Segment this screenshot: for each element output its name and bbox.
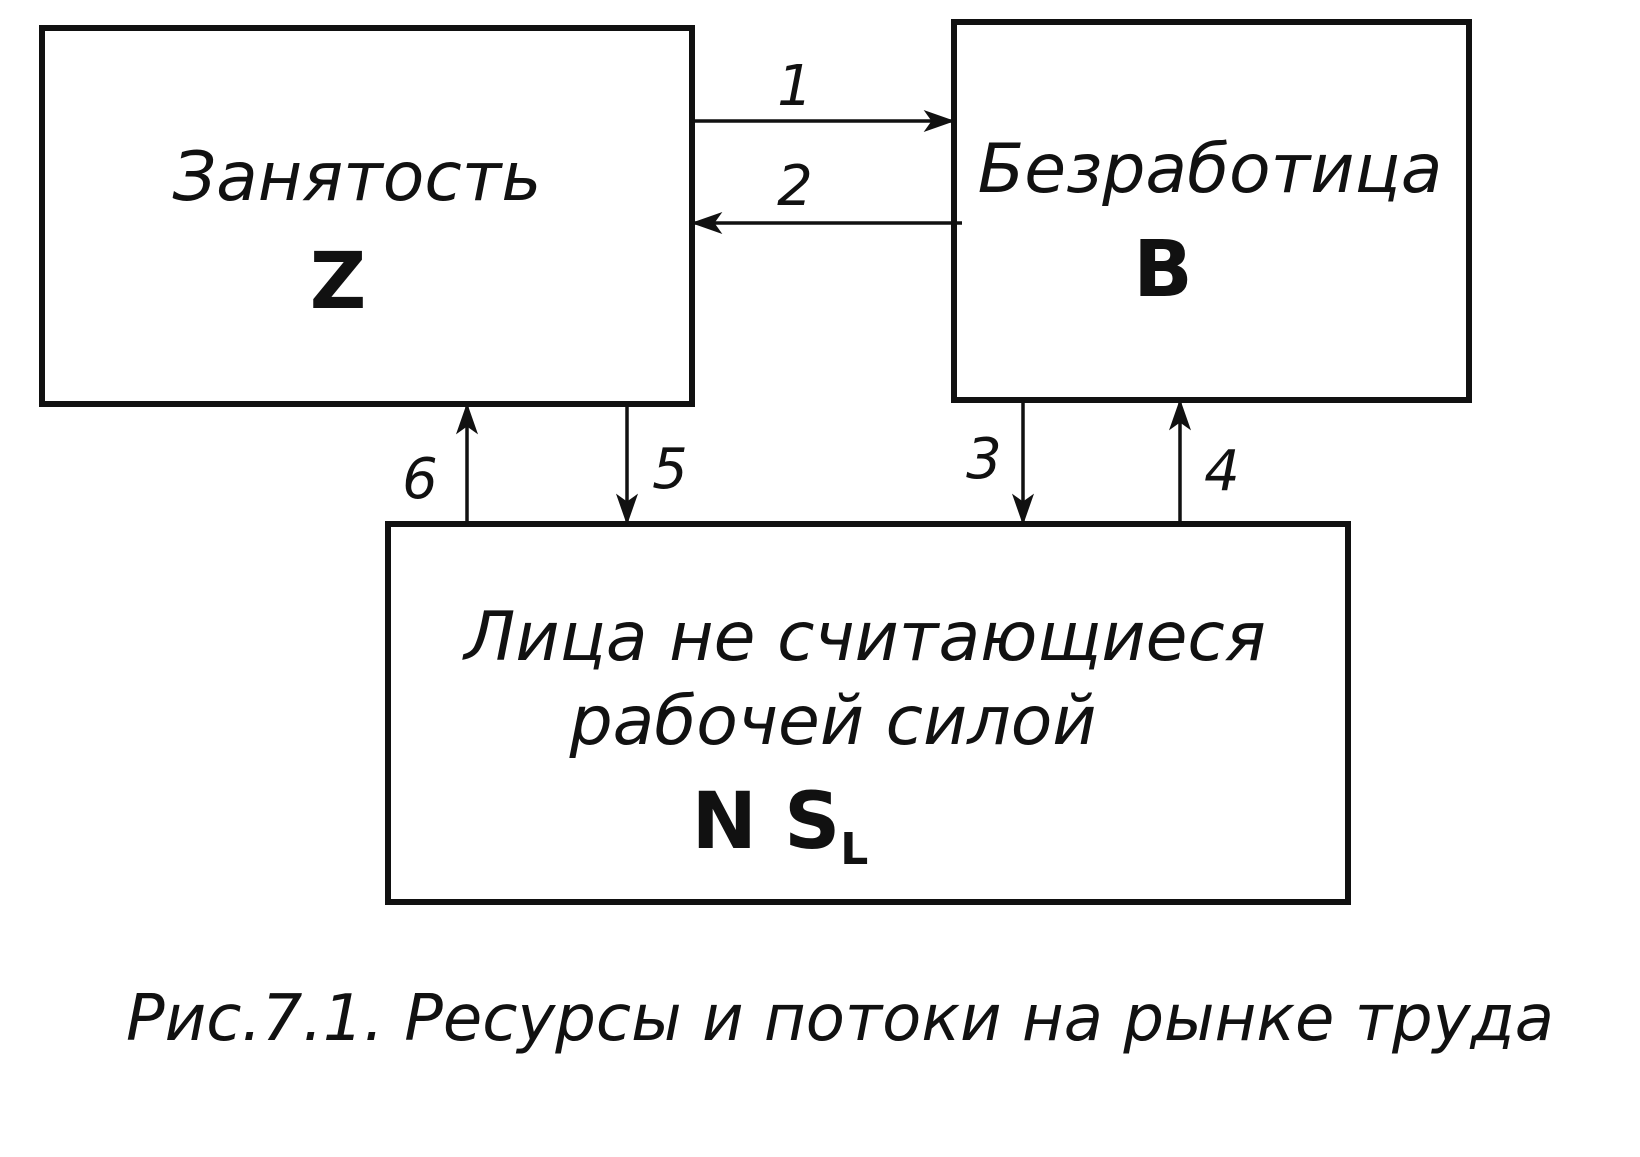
employment-box: Занятость Z bbox=[39, 25, 695, 407]
not-in-labor-force-symbol: N SL bbox=[692, 777, 869, 875]
flow-5: 5 bbox=[615, 404, 688, 526]
unemployment-symbol: B bbox=[1133, 225, 1192, 315]
flow-3-label: 3 bbox=[966, 427, 1002, 492]
flow-5-label: 5 bbox=[652, 437, 688, 502]
flow-2: 2 bbox=[690, 154, 962, 235]
flow-4-label: 4 bbox=[1204, 439, 1240, 504]
employment-symbol: Z bbox=[310, 237, 367, 327]
unemployment-box: Безработица B bbox=[951, 19, 1472, 403]
flow-1-label: 1 bbox=[777, 54, 813, 119]
flow-2-label: 2 bbox=[777, 154, 813, 219]
flow-1: 1 bbox=[692, 54, 956, 133]
flow-6-label: 6 bbox=[402, 447, 438, 512]
flow-4: 4 bbox=[1168, 398, 1240, 524]
flow-6: 6 bbox=[402, 402, 479, 524]
unemployment-title: Безработица bbox=[978, 130, 1443, 209]
not-in-labor-force-title-line1: Лица не считающиеся bbox=[461, 598, 1265, 677]
employment-title: Занятость bbox=[173, 138, 542, 217]
figure-caption: Рис.7.1. Ресурсы и потоки на рынке труда bbox=[126, 982, 1554, 1056]
not-in-labor-force-box: Лица не считающиеся рабочей силой N SL bbox=[385, 521, 1351, 905]
flow-3: 3 bbox=[966, 400, 1035, 526]
not-in-labor-force-title-line2: рабочей силой bbox=[568, 682, 1096, 761]
